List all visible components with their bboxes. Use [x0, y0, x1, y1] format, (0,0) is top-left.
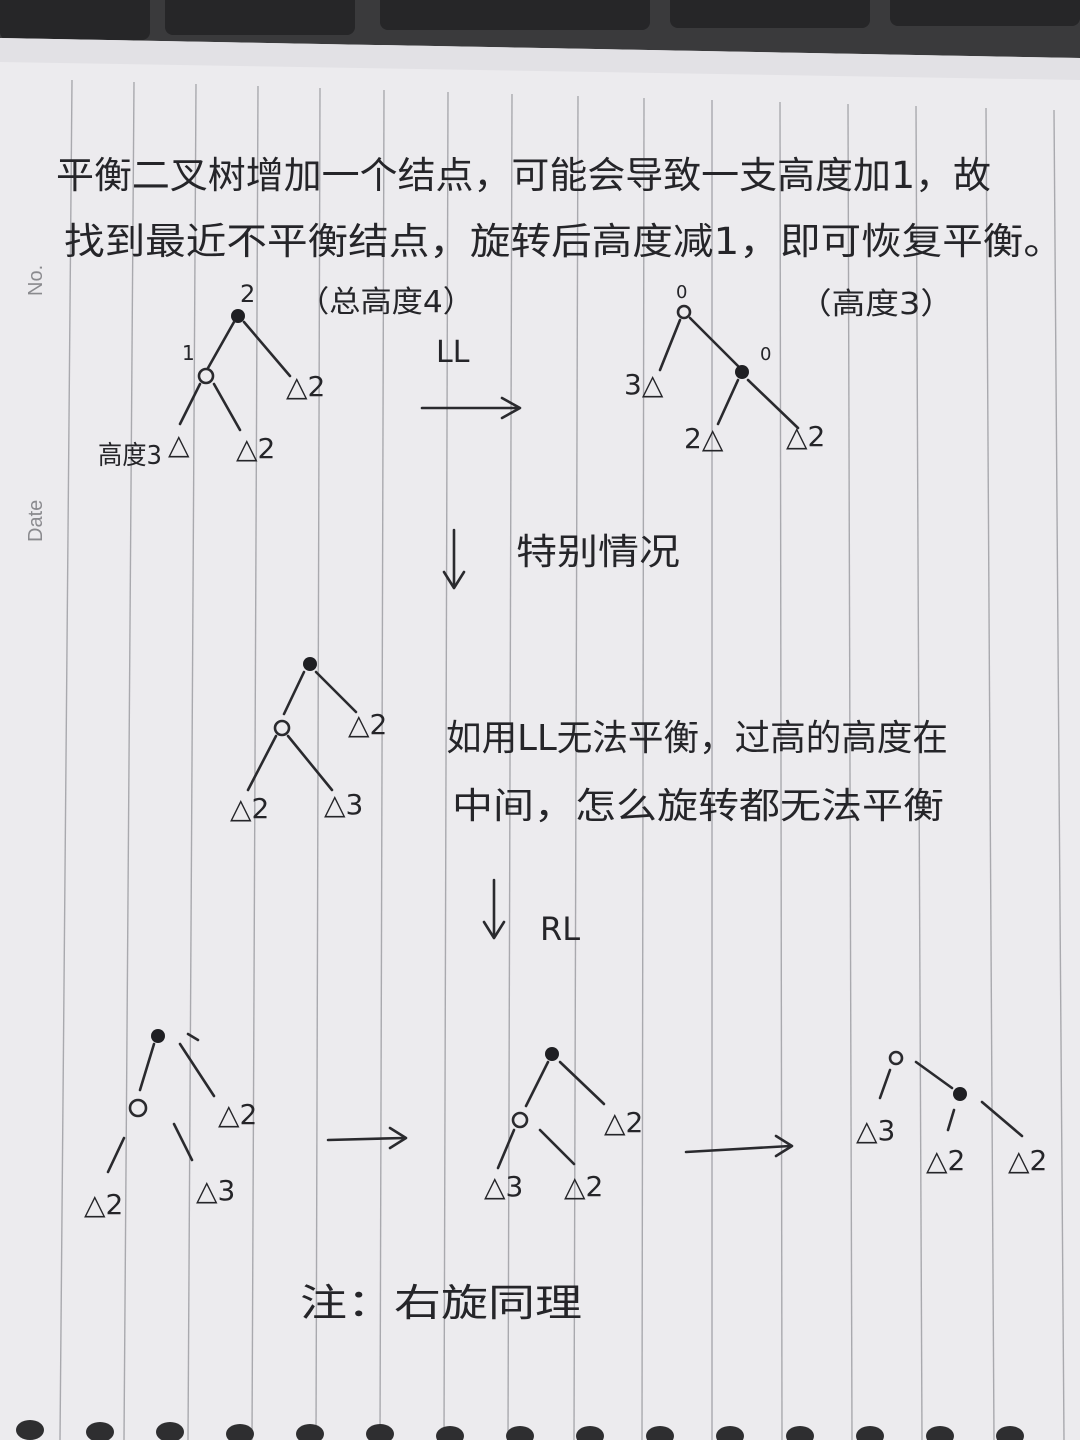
notebook-page [0, 38, 1080, 1440]
tree-before-ll: （总高度4） 2 1 △2 高度3 △ △2 [98, 280, 474, 471]
height-after-label: （高度3） [798, 287, 954, 322]
tree-rl-result: △3 △2 △2 [856, 1050, 1047, 1177]
rl-label: RL [540, 910, 580, 948]
note-line-2: 找到最近不平衡结点，旋转后高度减1，即可恢复平衡。 [64, 220, 1064, 263]
ll-label: LL [436, 335, 470, 370]
tree4-root-node [151, 1029, 165, 1043]
special-case-label: 特别情况 [516, 532, 680, 573]
tree2-left-subtree: 3△ [624, 368, 664, 401]
tree6-right-subtree: △2 [1008, 1144, 1047, 1177]
explain-line-1: 如用LL无法平衡，过高的高度在 [446, 718, 948, 759]
ruled-lines [59, 79, 1065, 1440]
page-edge-shadow [0, 38, 1080, 80]
keyboard-keys [0, 0, 1080, 40]
footnote: 注：右旋同理 [300, 1281, 582, 1325]
tree2-root-height: 0 [676, 282, 687, 303]
tree3-root-node [303, 657, 317, 671]
tree2-root-node [676, 304, 692, 320]
tree1-left-node [197, 367, 215, 385]
tree2-child-height: 0 [760, 344, 771, 365]
total-height-label: （总高度4） [298, 285, 474, 320]
tree-rl-step-2: △2 △3 △2 [484, 1047, 643, 1203]
tree5-left-right-subtree: △2 [564, 1170, 603, 1203]
tree6-right-node [953, 1087, 967, 1101]
tree5-left-left-subtree: △3 [484, 1170, 523, 1203]
rl-step-arrow-1 [326, 1126, 408, 1150]
tree-special-case: △2 △2 △3 [230, 657, 387, 825]
margin-label-no: No. [25, 265, 47, 296]
binding-holes [16, 1420, 1024, 1440]
tree3-left-right-subtree: △3 [324, 788, 363, 821]
tree6-left-subtree: △3 [856, 1114, 895, 1147]
tree1-root-node [231, 309, 245, 323]
tree4-right-subtree: △2 [218, 1098, 257, 1131]
note-line-1: 平衡二叉树增加一个结点，可能会导致一支高度加1，故 [56, 154, 991, 197]
tree1-left-right-subtree: △2 [236, 432, 275, 465]
tree5-root-node [545, 1047, 559, 1061]
tree3-left-left-subtree: △2 [230, 792, 269, 825]
tree-after-ll: （高度3） 0 0 3△ 2△ △2 [624, 282, 954, 455]
tree2-right-node [735, 365, 749, 379]
tree2-right-subtree: △2 [786, 420, 825, 453]
tree3-right-subtree: △2 [348, 708, 387, 741]
tree4-left-node [128, 1098, 148, 1118]
tree4-left-left-subtree: △2 [84, 1188, 123, 1221]
tree-rl-step-1: △2 △2 △3 [84, 1029, 257, 1221]
rl-step-arrow-2 [684, 1134, 794, 1158]
tree5-right-subtree: △2 [604, 1106, 643, 1139]
tree5-left-node [511, 1111, 529, 1129]
tree1-left-left-subtree: △ [168, 428, 190, 461]
tree6-mid-subtree: △2 [926, 1144, 965, 1177]
explain-line-2: 中间，怎么旋转都无法平衡 [452, 786, 944, 827]
margin-label-date: Date [25, 500, 47, 542]
tree1-subtree-height-label: 高度3 [98, 441, 162, 471]
ll-arrow: LL [420, 335, 522, 420]
tree3-left-node [273, 719, 291, 737]
tree6-root-node [888, 1050, 904, 1066]
tree1-left-child-height: 1 [182, 341, 195, 365]
tree1-root-height: 2 [240, 280, 255, 308]
tree1-right-subtree: △2 [286, 370, 325, 403]
tree2-mid-subtree: 2△ [684, 422, 724, 455]
tree4-left-right-subtree: △3 [196, 1174, 235, 1207]
rl-arrow: RL [482, 878, 580, 948]
special-case-arrow: 特别情况 [442, 528, 680, 590]
